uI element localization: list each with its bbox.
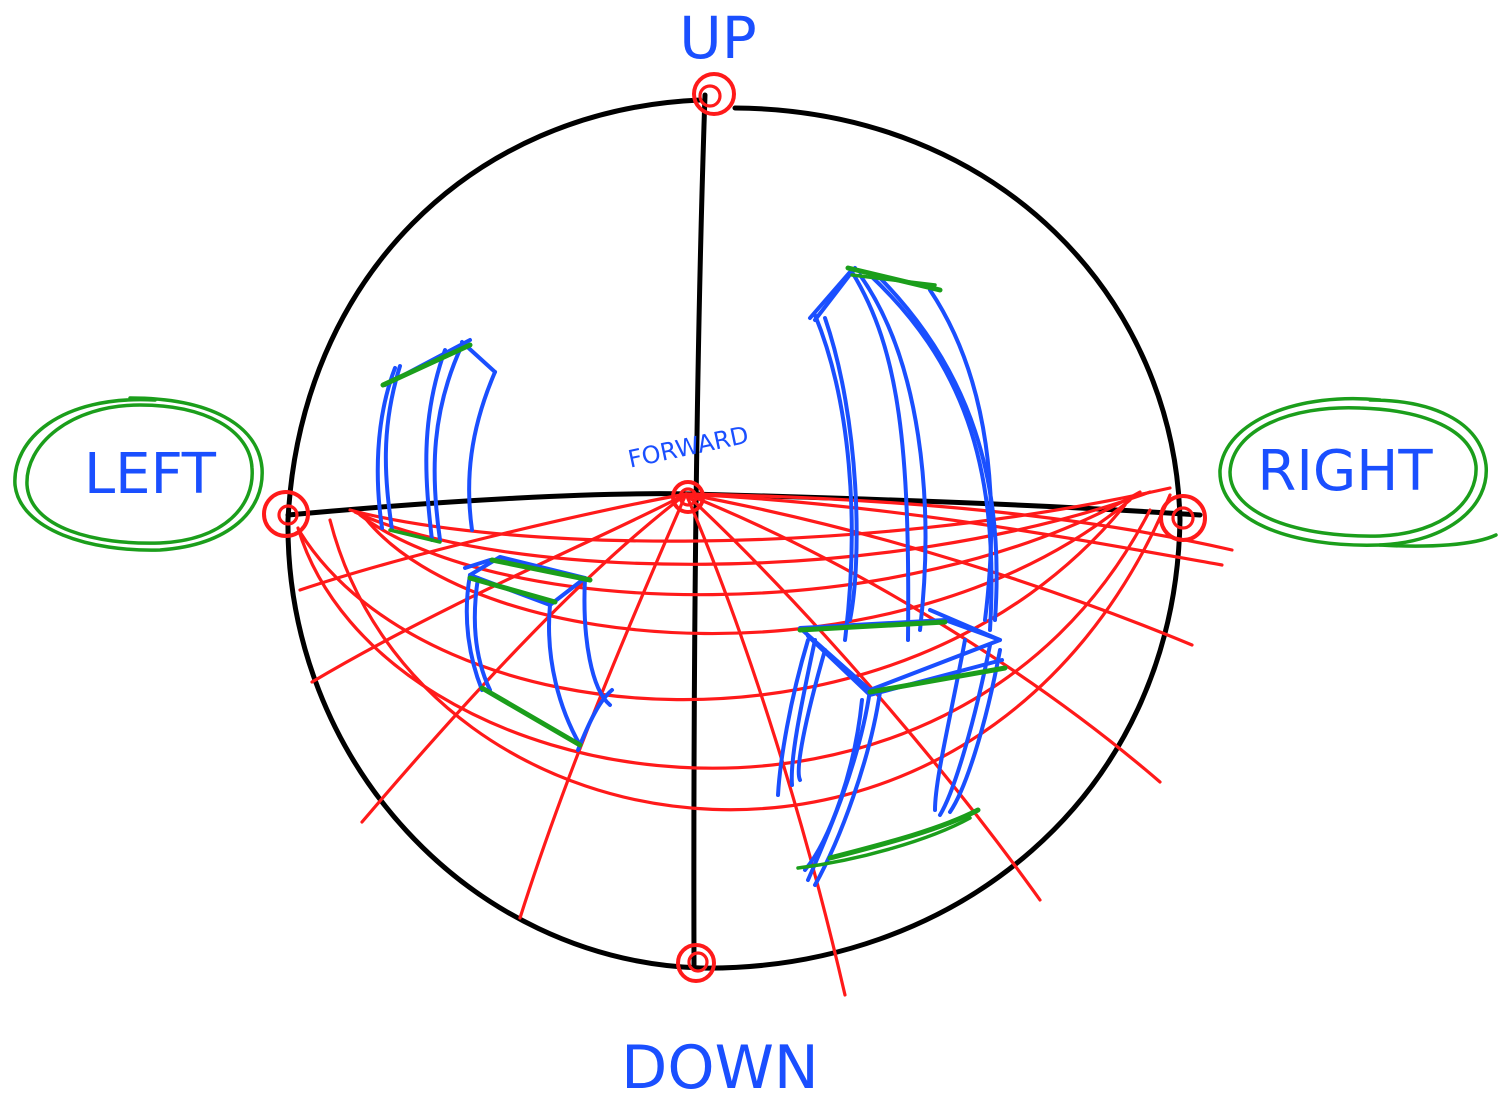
- pillar-edge: [813, 313, 854, 642]
- highlight-edge: [797, 619, 948, 633]
- highlight-edge: [467, 575, 558, 605]
- vertical-axis-line: [691, 92, 708, 968]
- up-label: UP: [679, 4, 756, 72]
- left-pillar: [375, 338, 497, 542]
- down-vanishing-point-inner: [687, 951, 709, 973]
- perspective-grid: [262, 72, 1234, 997]
- up-vanishing-point-marker: [692, 72, 736, 116]
- left-label-ring: [13, 396, 264, 552]
- grid-ring-line: [298, 503, 1127, 702]
- right-label-ring: [1218, 396, 1488, 547]
- grid-radial-line: [684, 492, 1162, 784]
- highlight-edge: [388, 528, 442, 544]
- box-edge: [796, 648, 827, 782]
- box-edge: [547, 603, 582, 747]
- box-edge: [789, 638, 817, 787]
- sphere-outline: [285, 97, 1183, 971]
- box-edge: [933, 638, 967, 812]
- right-label-ring-tail: [1378, 533, 1498, 548]
- highlight-edge: [827, 807, 981, 861]
- left-label: LEFT: [84, 442, 217, 507]
- right-lower-box: [776, 608, 1004, 887]
- pillar-edge: [850, 270, 911, 642]
- pillar-edge: [432, 343, 464, 542]
- box-edge: [576, 688, 614, 752]
- down-label: DOWN: [621, 1033, 819, 1097]
- grid-ring-line: [328, 493, 1172, 812]
- down-vanishing-point-marker: [676, 943, 716, 983]
- box-edge: [948, 648, 1002, 814]
- highlight-edge: [489, 557, 593, 583]
- grid-radial-line: [360, 492, 688, 824]
- box-edge: [803, 698, 864, 872]
- grid-radial-line: [684, 492, 1224, 567]
- pillar-edge: [467, 370, 497, 532]
- pillar-edge: [858, 273, 928, 632]
- grid-radial-line: [310, 492, 688, 684]
- box-edge: [472, 576, 492, 692]
- highlight-edge: [796, 816, 972, 870]
- pillar-edge: [424, 348, 447, 542]
- right-vanishing-point-inner: [1171, 506, 1195, 530]
- forward-vanishing-point-marker: [671, 480, 705, 514]
- pillar-edge: [375, 366, 397, 530]
- box-edge: [464, 573, 484, 692]
- box-edge: [776, 638, 810, 797]
- grid-ring-line: [358, 490, 1142, 597]
- box-edge: [813, 690, 882, 887]
- pillar-edge: [823, 316, 859, 622]
- right-vanishing-point-marker: [1159, 494, 1207, 542]
- left-vanishing-point-marker: [262, 490, 310, 538]
- grid-radial-line: [684, 492, 1234, 552]
- edge-highlights: [13, 265, 1498, 870]
- forward-label: FORWARD: [626, 421, 752, 474]
- highlight-edge: [380, 342, 473, 388]
- highlight-edge: [867, 665, 1008, 695]
- right-tall-pillar: [808, 266, 999, 642]
- box-edge: [928, 608, 1002, 642]
- grid-ring-line: [348, 486, 1172, 543]
- right-label: RIGHT: [1257, 439, 1433, 504]
- up-vanishing-point-inner: [698, 84, 722, 108]
- pillar-edge: [383, 364, 402, 532]
- highlight-edge: [850, 273, 937, 287]
- grid-ring-line: [296, 508, 1152, 770]
- forward-vanishing-point-inner: [678, 487, 698, 507]
- sphere: [285, 92, 1203, 971]
- highlight-edge: [479, 685, 583, 748]
- left-label-ring: [25, 403, 254, 545]
- grid-radial-line: [684, 492, 847, 997]
- box-edge: [463, 558, 492, 570]
- pillar-edge: [808, 270, 852, 320]
- pillar-edge: [878, 276, 999, 622]
- pillar-edge: [928, 288, 994, 622]
- grid-ring-line: [363, 498, 1132, 636]
- right-label-ring: [1228, 406, 1478, 538]
- pillar-edge: [813, 266, 857, 322]
- left-vanishing-point-inner: [277, 504, 299, 526]
